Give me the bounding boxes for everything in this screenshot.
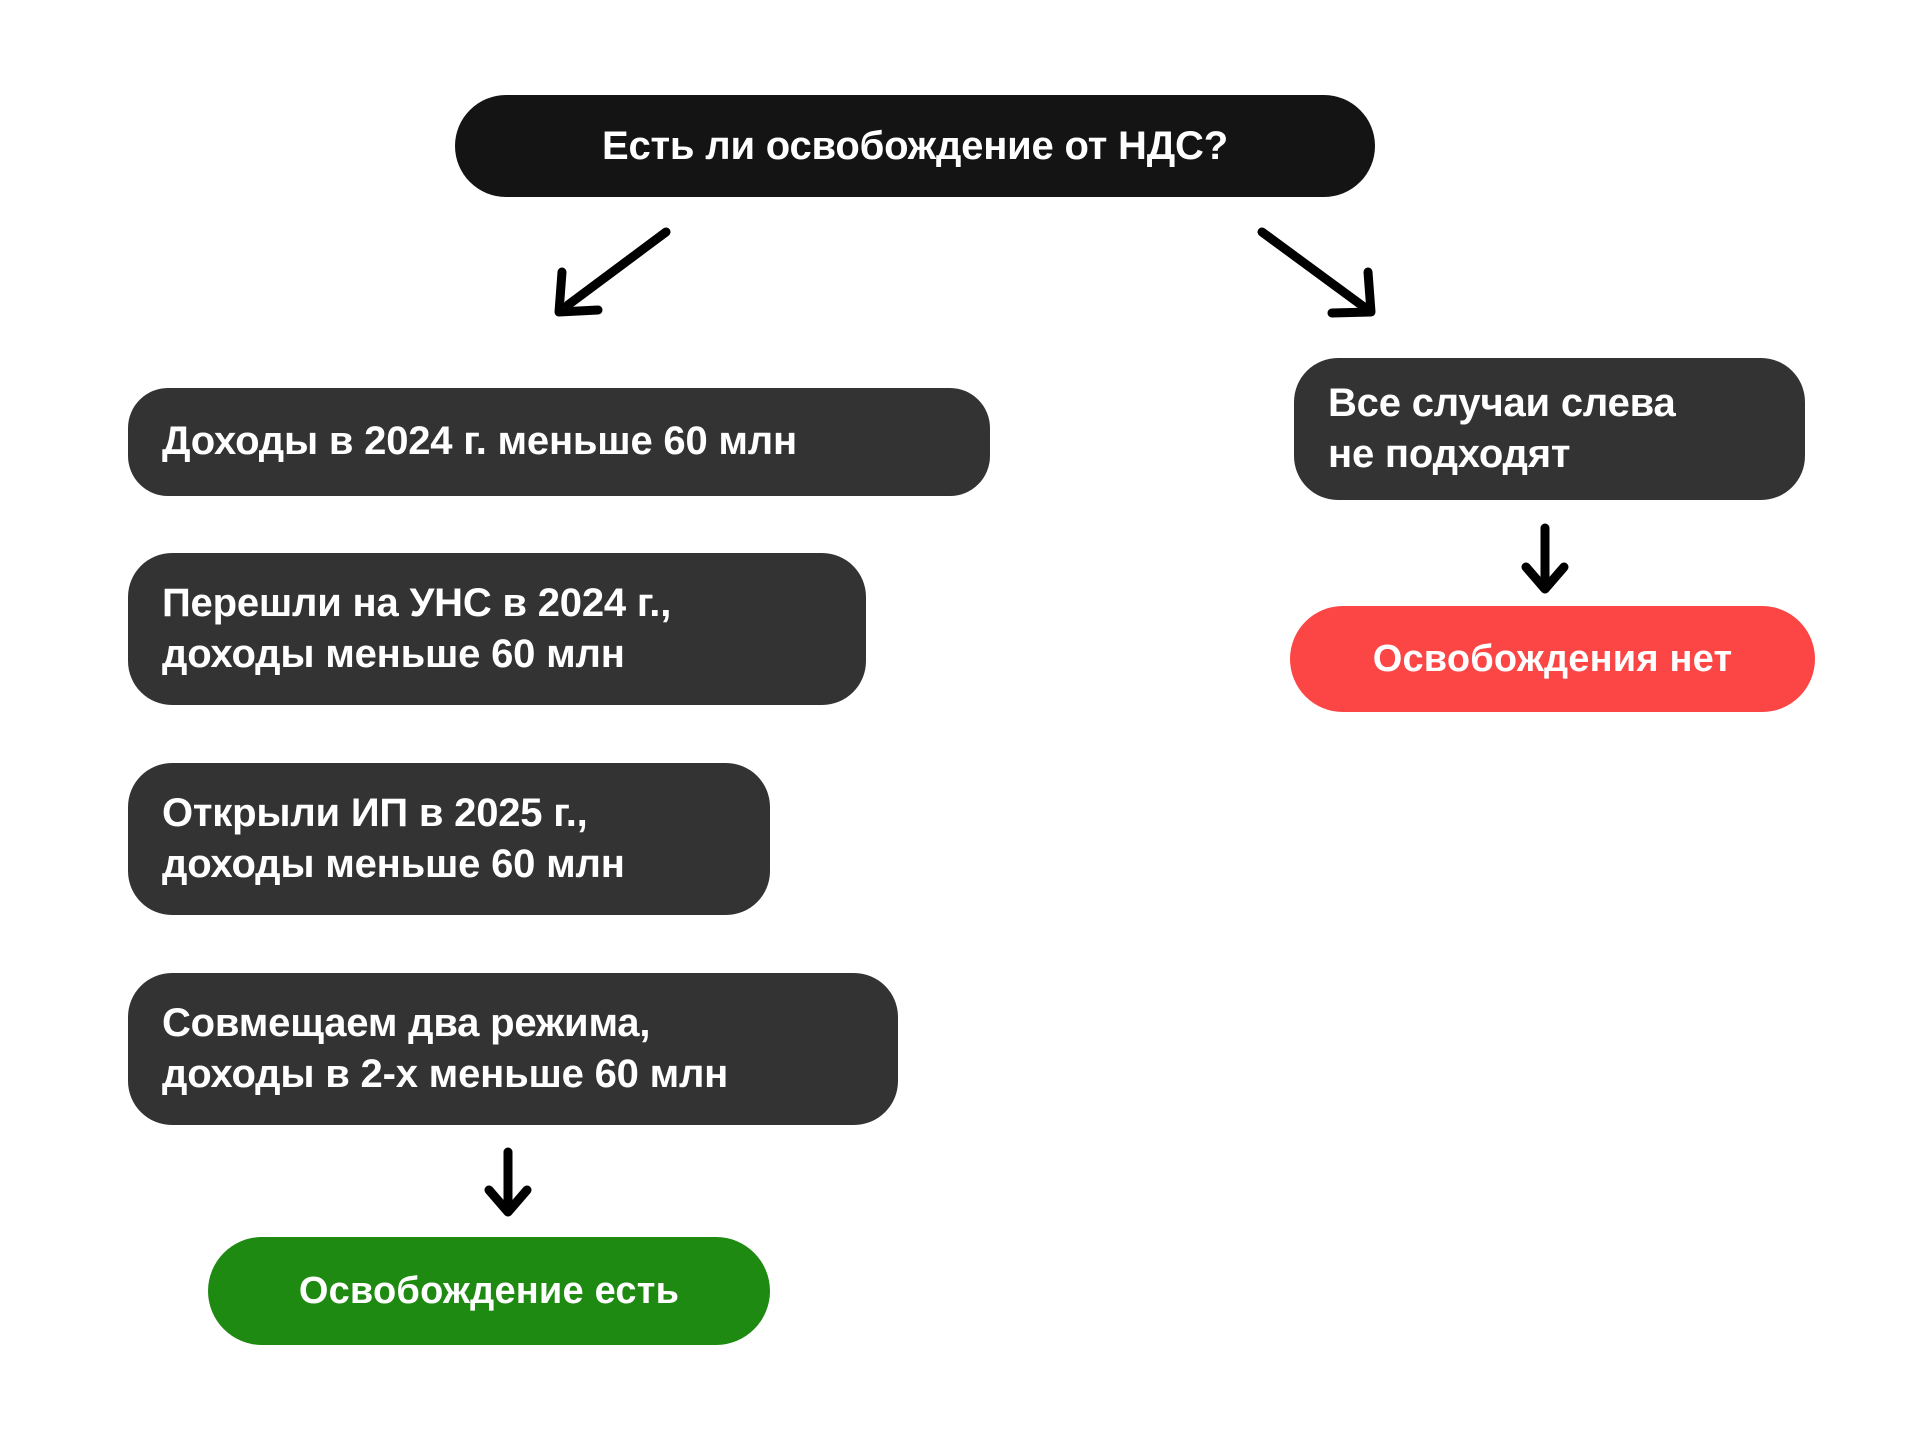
- node-result-exemption-yes[interactable]: Освобождение есть: [208, 1237, 770, 1345]
- edge-root-to-left-arrow: [554, 227, 671, 317]
- node-cond-two-modes[interactable]: Совмещаем два режима, доходы в 2-х меньш…: [128, 973, 898, 1125]
- edge-root-to-right-arrow: [1257, 227, 1376, 318]
- node-cond-none-apply[interactable]: Все случаи слева не подходят: [1294, 358, 1805, 500]
- node-cond-ip-2025[interactable]: Открыли ИП в 2025 г., доходы меньше 60 м…: [128, 763, 770, 915]
- node-cond-income-2024[interactable]: Доходы в 2024 г. меньше 60 млн: [128, 388, 990, 496]
- node-root-question[interactable]: Есть ли освобождение от НДС?: [455, 95, 1375, 197]
- edge-right-to-result-arrow: [1521, 523, 1569, 594]
- edge-left-to-result-arrow: [484, 1147, 532, 1217]
- node-result-exemption-no[interactable]: Освобождения нет: [1290, 606, 1815, 712]
- node-cond-usn-2024[interactable]: Перешли на УНС в 2024 г., доходы меньше …: [128, 553, 866, 705]
